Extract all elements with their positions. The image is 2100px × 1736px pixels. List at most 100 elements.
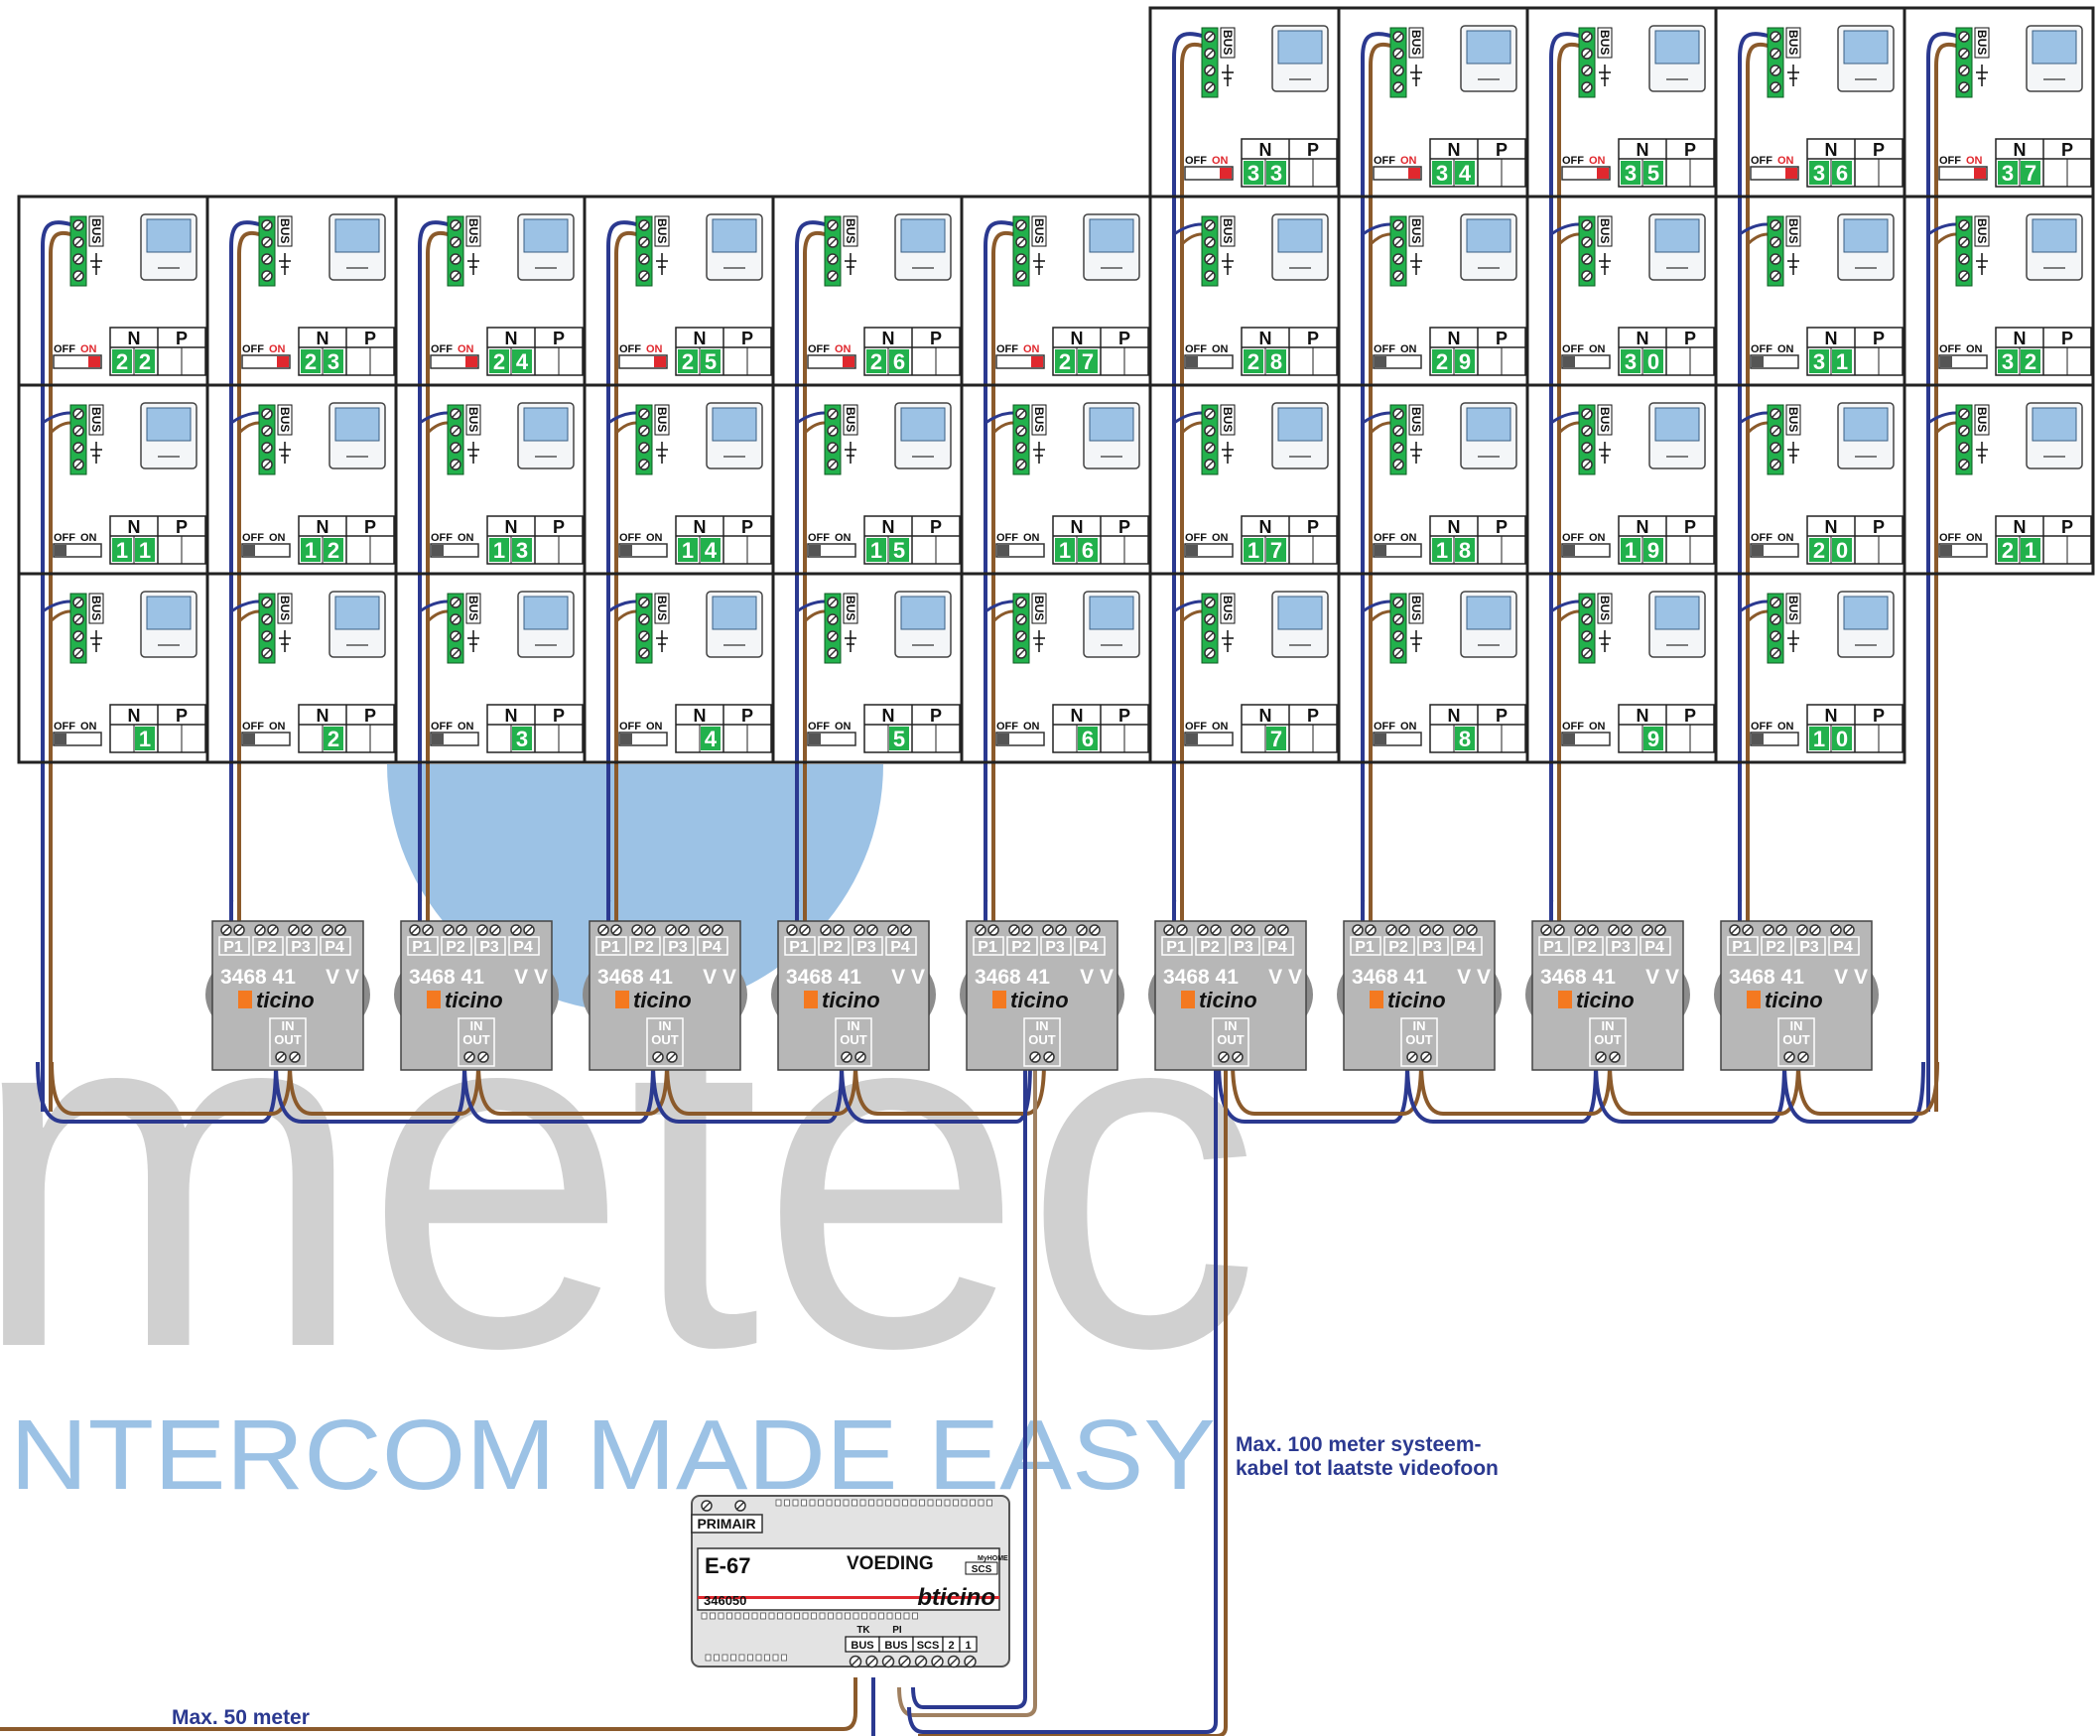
terminal-screw: [261, 270, 273, 282]
address-digit-bg: [1244, 161, 1263, 185]
n-label: N: [505, 706, 518, 726]
terminal-screw: [450, 253, 461, 265]
tap-wire-blue: [1550, 222, 1580, 236]
bus-label-box: [1031, 404, 1047, 436]
switch-on-label: ON: [1400, 532, 1417, 544]
tap-wire-blue: [1362, 411, 1391, 425]
port-label: P2: [634, 939, 654, 956]
port-screw: [678, 924, 690, 936]
terminal-screw: [1015, 270, 1027, 282]
monitor-screen: [1466, 407, 1511, 442]
address-digit-bg: [1621, 349, 1641, 373]
port-screw: [1830, 924, 1842, 936]
bus-label-box: [1785, 215, 1801, 247]
psu-terminal-label: 2: [948, 1640, 954, 1652]
terminal-screw: [450, 442, 461, 454]
ground-symbol: [90, 630, 102, 652]
terminal-block: [1767, 215, 1784, 287]
distributor-vv: V V: [1645, 966, 1679, 989]
apartment-number: 1: [1813, 727, 1825, 751]
distributor-vv: V V: [1268, 966, 1302, 989]
vent-slot: [927, 1499, 934, 1507]
terminal-screw: [1770, 597, 1781, 608]
apartment-number: 2: [1247, 349, 1259, 374]
psu-screw: [865, 1655, 878, 1669]
ground-symbol: [1410, 630, 1422, 652]
vent-slot: [869, 1612, 876, 1620]
port-label: P4: [702, 939, 722, 956]
port-label: P1: [1166, 939, 1186, 956]
p1-wire-blue: [1172, 897, 1177, 923]
terminal-screw: [450, 270, 461, 282]
watermark: metec NTERCOM MADE EASY: [0, 764, 1260, 1511]
bus-label: BUS: [655, 407, 669, 432]
terminal-screw: [450, 408, 461, 420]
bus-wire-brown: [991, 230, 1014, 923]
dip-switch-lever: [1375, 545, 1386, 556]
switch-off-label: OFF: [1751, 343, 1772, 355]
tap-wire-blue: [1550, 411, 1580, 425]
terminal-screw: [1392, 48, 1404, 60]
bus-label: BUS: [844, 218, 857, 243]
in-out-screw: [1406, 1051, 1418, 1063]
bus-label-box: [654, 593, 670, 624]
switch-on-label: ON: [80, 721, 97, 733]
watermark-slogan: NTERCOM MADE EASY: [10, 1400, 1216, 1511]
apartment-number: 5: [1647, 161, 1659, 186]
tap-wire-brown: [426, 609, 449, 623]
psu-vents: [701, 1499, 992, 1662]
switch-on-label: ON: [1777, 532, 1794, 544]
distributor-ear-left: [771, 973, 778, 1016]
terminal-screw: [1204, 236, 1216, 248]
terminal-screw: [72, 459, 84, 470]
ground-symbol: [1222, 253, 1234, 275]
bus-wire-brown: [614, 230, 637, 923]
port-box: [885, 936, 917, 956]
switch-off-label: OFF: [619, 343, 641, 355]
switch-off-label: OFF: [808, 721, 830, 733]
tap-wire-blue: [984, 600, 1014, 613]
apartment-number: 3: [1813, 349, 1825, 374]
switch-off-label: OFF: [996, 343, 1018, 355]
psu-screw: [914, 1655, 928, 1669]
apartment-number: 1: [139, 538, 151, 563]
tap-wire-blue: [42, 600, 71, 613]
monitor-screen: [900, 596, 946, 630]
trunk-wire-blue: [274, 1061, 466, 1124]
ground-symbol: [656, 630, 668, 652]
out-label: OUT: [1217, 1032, 1245, 1047]
vent-slot: [944, 1499, 951, 1507]
address-digit-bg: [866, 349, 886, 373]
distributor-model: 3468 41: [786, 966, 861, 989]
port-box: [663, 936, 695, 956]
bus-label-box: [1220, 27, 1236, 59]
apartment-number: 1: [870, 538, 882, 563]
bus-label: BUS: [844, 596, 857, 620]
ground-symbol: [845, 630, 856, 652]
apartment-number: 0: [1836, 538, 1848, 563]
p-label: P: [553, 706, 565, 726]
monitor-screen: [146, 596, 192, 630]
monitor-screen: [1654, 407, 1700, 442]
apartment-number: 1: [305, 538, 317, 563]
terminal-screw: [1770, 613, 1781, 625]
monitor-screen: [334, 218, 380, 253]
tap-wire-brown: [1746, 421, 1769, 435]
tap-wire-brown: [614, 609, 637, 623]
address-digit-bg: [1432, 538, 1452, 562]
terminal-screw: [1581, 48, 1593, 60]
bus-label-box: [1597, 27, 1613, 59]
bus-label: BUS: [1598, 596, 1612, 620]
n-label: N: [1259, 140, 1272, 160]
vent-slot: [768, 1612, 775, 1620]
port-screw: [510, 924, 522, 936]
terminal-screw: [1581, 236, 1593, 248]
apartment-number: 4: [705, 538, 718, 563]
psu-terminal-screws: [849, 1655, 977, 1669]
bus-label: BUS: [1409, 30, 1423, 55]
